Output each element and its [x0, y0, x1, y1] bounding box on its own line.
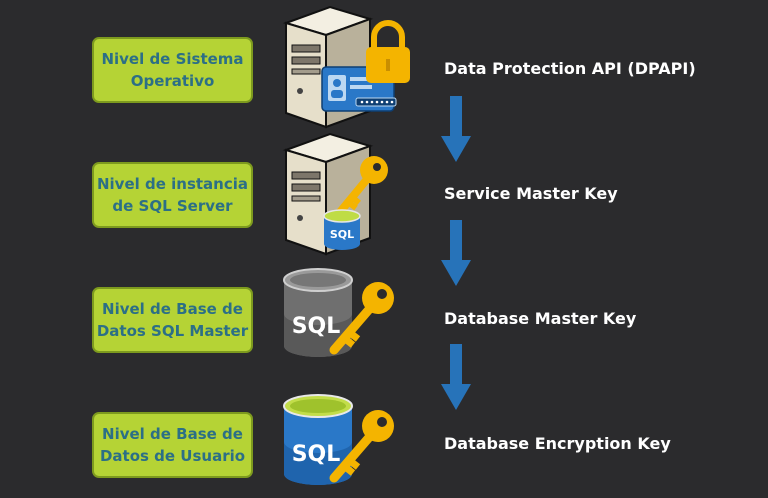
level-box-sql-instance: Nivel de instancia de SQL Server — [92, 162, 253, 228]
padlock-icon — [366, 20, 410, 83]
sql-database-badge-icon: SQL — [323, 209, 361, 250]
level-box-master-db: Nivel de Base de Datos SQL Master — [92, 287, 253, 353]
key-icon — [329, 410, 394, 483]
sql-server-instance-icon: SQL — [282, 132, 388, 256]
key-label-database-encryption-key: Database Encryption Key — [444, 434, 671, 453]
database-cylinder-icon: SQL — [283, 394, 353, 485]
key-icon — [329, 282, 394, 355]
sql-badge-label: SQL — [330, 228, 354, 241]
down-arrow-icon — [441, 96, 471, 162]
key-label-dpapi: Data Protection API (DPAPI) — [444, 59, 696, 78]
key-label-service-master-key: Service Master Key — [444, 184, 618, 203]
database-cylinder-icon: SQL — [283, 268, 353, 357]
sql-user-label: SQL — [292, 442, 341, 467]
down-arrow-icon — [441, 220, 471, 286]
key-label-database-master-key: Database Master Key — [444, 309, 637, 328]
master-database-icon: SQL — [283, 268, 394, 357]
user-database-icon: SQL — [283, 394, 394, 485]
level-box-os: Nivel de Sistema Operativo — [92, 37, 253, 103]
key-icon — [336, 156, 388, 216]
sql-master-label: SQL — [292, 314, 341, 339]
down-arrow-icon — [441, 344, 471, 410]
level-box-user-db: Nivel de Base de Datos de Usuario — [92, 412, 253, 478]
os-server-icon — [282, 5, 410, 129]
